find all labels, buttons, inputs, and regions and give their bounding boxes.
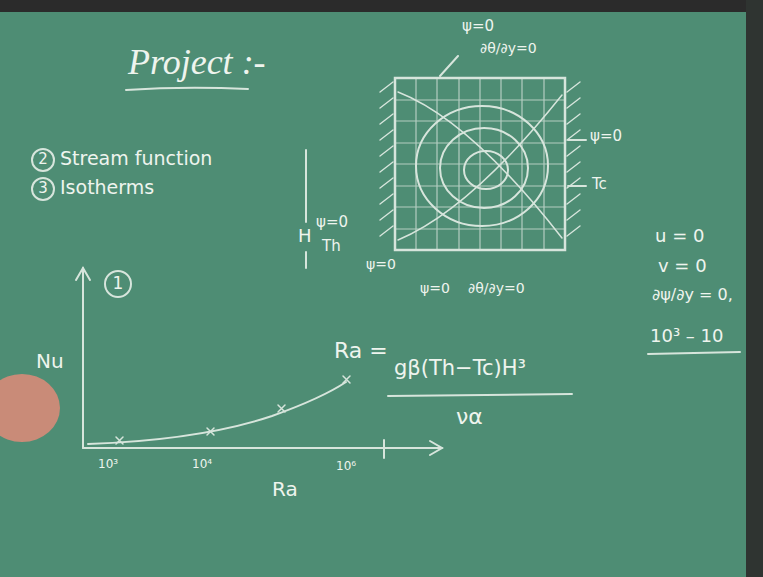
boundary-condition: ψ=0 — [366, 256, 396, 272]
grid — [395, 78, 565, 250]
number-circle — [32, 149, 54, 171]
number-circle — [105, 271, 131, 297]
dimension-line — [305, 252, 307, 268]
tick-label: 10⁴ — [192, 458, 212, 472]
leader-line — [568, 185, 586, 187]
y-axis — [82, 268, 84, 448]
board-edge — [0, 0, 763, 12]
streamlines — [416, 106, 548, 226]
boundary-condition: ∂θ/∂y=0 — [468, 280, 525, 296]
range-note: 10³ – 10 — [650, 326, 723, 347]
boundary-condition: Tc — [592, 176, 607, 193]
axis-label: Nu — [36, 350, 64, 373]
title-underline — [126, 88, 248, 90]
axis-arrow — [430, 441, 442, 455]
dimension-label: H — [298, 226, 312, 247]
axis-arrow — [76, 268, 90, 280]
boundary-condition: ∂θ/∂y=0 — [480, 40, 537, 56]
board-edge — [746, 0, 763, 577]
isotherm — [398, 95, 562, 240]
data-mark — [116, 376, 350, 444]
tick — [383, 440, 385, 458]
fraction-bar — [388, 394, 572, 396]
isotherm — [398, 92, 562, 238]
wall-hatching — [380, 82, 580, 236]
range-underline — [648, 352, 740, 354]
leader-line — [568, 139, 586, 141]
board-title: Project :- — [128, 42, 266, 83]
boundary-condition: u = 0 — [655, 226, 704, 247]
lecturer-hand — [0, 374, 60, 442]
tick-label: 10³ — [98, 458, 118, 472]
callout-number: 2 — [38, 151, 48, 168]
leader-line — [440, 56, 458, 76]
equation-text: Ra = — [334, 338, 388, 363]
boundary-condition: Th — [322, 238, 341, 255]
cavity-box — [395, 78, 565, 250]
nu-curve — [88, 382, 346, 444]
boundary-condition: ψ=0 — [590, 128, 622, 145]
callout-number: 1 — [113, 274, 124, 294]
number-circle — [32, 178, 54, 200]
x-axis — [83, 447, 442, 449]
boundary-condition: ψ=0 — [462, 18, 494, 35]
item-text: Isotherms — [60, 177, 154, 199]
boundary-condition: ψ=0 — [420, 280, 450, 296]
boundary-condition: ∂ψ/∂y = 0, — [652, 286, 733, 304]
item-text: Stream function — [60, 148, 212, 170]
tick-label: 10⁶ — [336, 460, 356, 474]
axis-label: Ra — [272, 478, 298, 501]
boundary-condition: v = 0 — [658, 256, 707, 277]
boundary-condition: ψ=0 — [316, 214, 348, 231]
dimension-line — [305, 150, 307, 222]
equation-text: gβ(Th−Tc)H³ — [394, 356, 526, 380]
callout-number: 3 — [38, 180, 48, 197]
equation-text: να — [456, 404, 483, 429]
